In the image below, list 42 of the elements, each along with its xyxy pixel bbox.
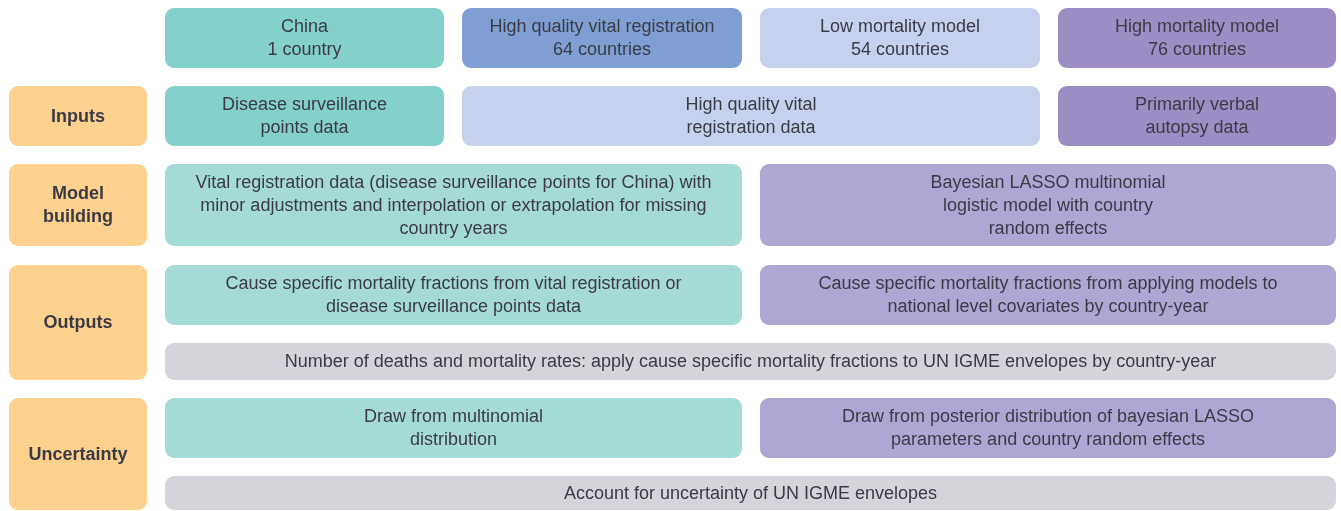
row-label: Uncertainty — [28, 442, 128, 466]
box-text: Account for uncertainty of UN IGME envelopes — [563, 481, 938, 505]
box-text: China — [281, 15, 328, 38]
box-text: Bayesian LASSO multinomial logistic model with country random effects — [929, 170, 1167, 240]
box-text: 1 country — [267, 38, 342, 61]
box-text: 54 countries — [850, 38, 950, 61]
process-box — [165, 476, 1336, 510]
row-label: Outputs — [43, 311, 113, 334]
process-box — [165, 164, 742, 246]
box-text: Number of deaths and mortality rates: apply cause specific mortality fractions to UN IGME envelopes by country-year — [284, 350, 1217, 373]
row-label-box — [9, 164, 147, 246]
process-box — [462, 86, 1040, 146]
box-text: Vital registration data (disease surveillance points for China) with minor adjustments and interpolation or extrapolation for missing country years — [195, 170, 712, 240]
box-text: Disease surveillance points data — [220, 93, 389, 139]
row-label: Inputs — [51, 104, 105, 128]
process-box — [165, 343, 1336, 380]
process-box — [462, 8, 742, 68]
row-label-box — [9, 86, 147, 146]
box-text: High mortality model — [1114, 15, 1280, 38]
box-text: Draw from posterior distribution of bayesian LASSO parameters and country random effects — [840, 405, 1256, 451]
box-text: High quality vital registration data — [684, 93, 818, 139]
row-label-box — [9, 398, 147, 510]
box-text: Cause specific mortality fractions from applying models to national level covariates by country-year — [817, 272, 1279, 318]
box-text: Draw from multinomial distribution — [362, 405, 544, 451]
box-text: Primarily verbal autopsy data — [1134, 93, 1260, 139]
process-box — [1058, 86, 1336, 146]
process-box — [760, 398, 1336, 458]
process-box — [760, 164, 1336, 246]
box-text: 76 countries — [1147, 38, 1247, 61]
box-text: High quality vital registration — [489, 15, 715, 38]
process-box — [165, 265, 742, 325]
process-box — [760, 265, 1336, 325]
process-box — [760, 8, 1040, 68]
row-label: Model building — [42, 182, 114, 228]
process-box — [165, 86, 444, 146]
process-box — [165, 8, 444, 68]
box-text: Low mortality model — [819, 15, 981, 38]
process-box — [165, 398, 742, 458]
box-text: Cause specific mortality fractions from vital registration or disease surveillance points data — [224, 272, 683, 318]
box-text: 64 countries — [552, 38, 652, 61]
row-label-box — [9, 265, 147, 380]
process-box — [1058, 8, 1336, 68]
